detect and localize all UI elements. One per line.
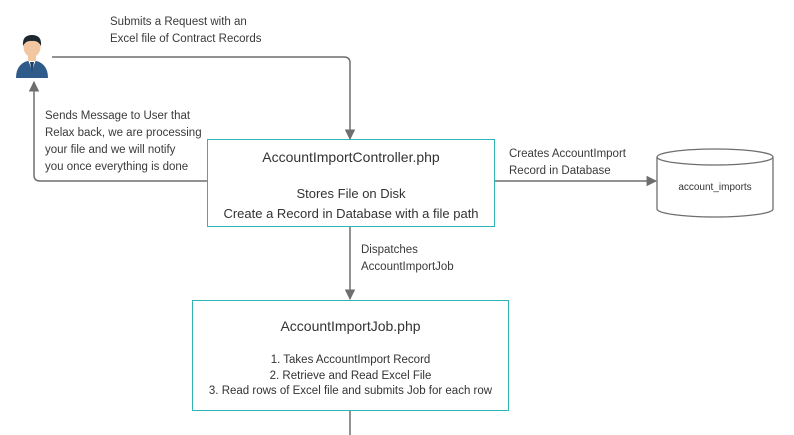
- controller-line: Create a Record in Database with a file …: [223, 206, 479, 221]
- create-record-label: Creates AccountImport Record in Database: [509, 148, 626, 177]
- job-box: AccountImportJob.php 1. Takes AccountImp…: [192, 300, 509, 411]
- dispatch-label: Dispatches AccountImportJob: [361, 244, 454, 273]
- user-message-label: Sends Message to User that Relax back, w…: [45, 110, 202, 173]
- submit-request-arrow: [52, 56, 356, 141]
- submit-request-label: Submits a Request with an Excel file of …: [110, 16, 262, 45]
- controller-box: AccountImportController.php Stores File …: [207, 139, 495, 227]
- job-step: 1. Takes AccountImport Record: [270, 354, 431, 366]
- job-step: 3. Read rows of Excel file and submits J…: [208, 385, 493, 397]
- database-cylinder-icon: [656, 148, 774, 218]
- controller-line: Stores File on Disk: [296, 186, 406, 201]
- job-title: AccountImportJob.php: [280, 318, 421, 334]
- database-label: account_imports: [678, 182, 752, 193]
- user-avatar-icon: [16, 35, 48, 78]
- job-step: 2. Retrieve and Read Excel File: [269, 369, 432, 382]
- user-message-arrow: [28, 80, 208, 182]
- controller-title: AccountImportController.php: [262, 149, 440, 165]
